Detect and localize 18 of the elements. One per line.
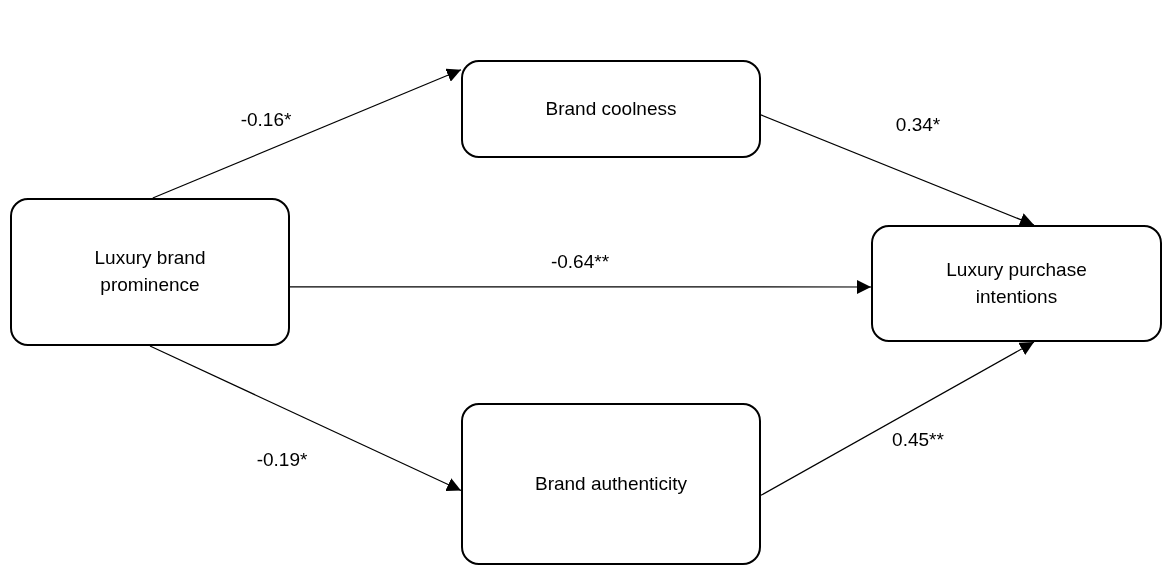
arrow [760,341,1035,496]
process-box [461,403,761,565]
edge-label: -0.16* [240,109,292,131]
edge-label: -0.19* [256,449,308,471]
node-label: Brand authenticity [534,471,688,496]
arrow [760,114,1035,227]
process-box [10,198,290,346]
node-label: Brand coolness [545,96,677,121]
process-box [871,225,1162,342]
process-box [461,60,761,158]
arrow [289,280,872,294]
node-label: Luxury purchase intentions [945,257,1088,309]
node-label: Luxury brand prominence [93,246,207,297]
arrow [149,345,462,492]
edge-label: 0.34* [895,114,941,136]
arrow [152,68,462,199]
edge-label: 0.45** [892,429,944,451]
edge-label: -0.64** [550,251,610,273]
